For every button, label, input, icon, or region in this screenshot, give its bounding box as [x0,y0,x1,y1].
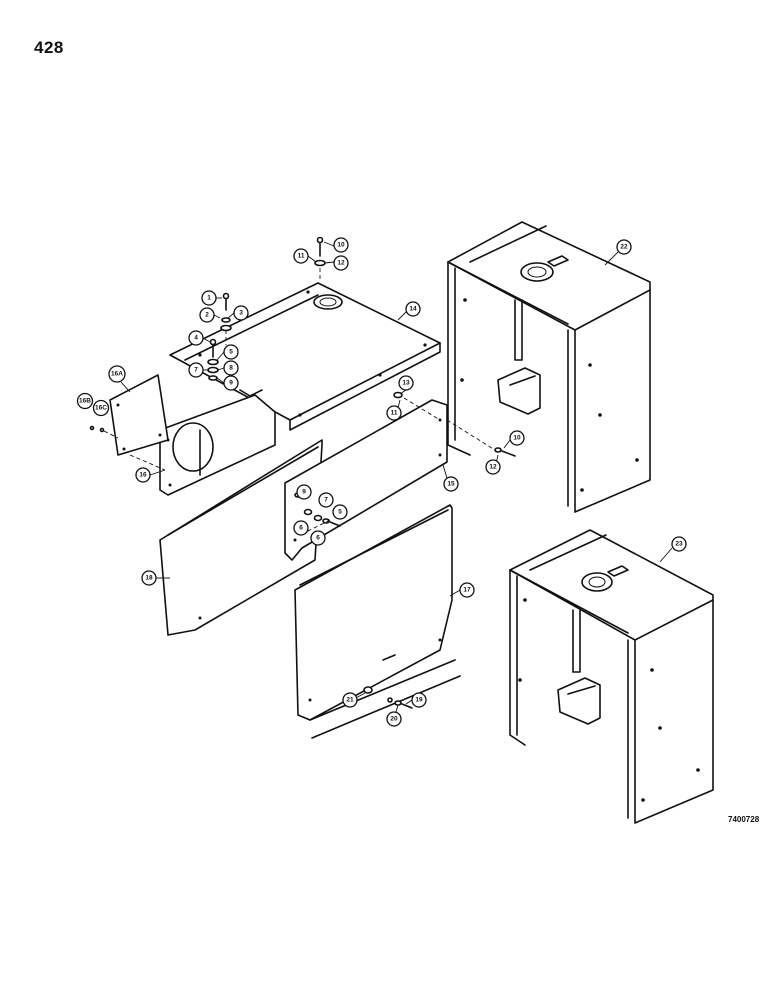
callout-5-top: 5 [223,344,239,360]
callout-9-mid: 9 [296,484,312,500]
callout-6b-mid: 6 [310,530,326,546]
svg-text:7: 7 [194,367,198,374]
callout-7-top: 7 [188,362,204,378]
callout-1: 1 [201,290,217,306]
callout-7-mid: 7 [318,492,334,508]
callout-3: 3 [233,305,249,321]
callout-11-top: 11 [293,248,309,264]
part-23-cover [509,529,714,824]
svg-text:16B: 16B [79,398,91,405]
svg-text:9: 9 [229,380,233,387]
svg-text:23: 23 [675,541,683,548]
svg-text:5: 5 [338,509,342,516]
callout-13: 13 [398,375,414,391]
svg-text:11: 11 [391,410,398,417]
callout-11-mid: 11 [386,405,402,421]
svg-text:6: 6 [316,535,320,542]
assembly-lines [103,268,496,536]
fasteners [89,236,516,709]
svg-text:10: 10 [337,242,345,249]
drawing-number: 7400728 [728,815,760,824]
callout-5-mid: 5 [332,504,348,520]
callout-21: 21 [342,692,358,708]
part-16-side-plate [159,394,276,496]
callout-12-mid: 12 [485,459,501,475]
callout-16b: 16B [76,392,94,410]
svg-text:8: 8 [229,365,233,372]
callout-6-mid: 6 [293,520,309,536]
svg-text:3: 3 [239,310,243,317]
callout-15: 15 [443,476,459,492]
ground-line [309,659,456,721]
callout-14: 14 [405,301,421,317]
svg-text:2: 2 [205,312,209,319]
svg-text:11: 11 [298,253,305,260]
callout-4: 4 [188,330,204,346]
svg-text:16A: 16A [111,371,123,378]
svg-text:1: 1 [207,295,211,302]
svg-text:10: 10 [513,435,521,442]
part-18-panel [159,439,323,636]
callout-12-top: 12 [333,255,349,271]
part-16a-plate [109,374,169,456]
svg-text:4: 4 [194,335,198,342]
callout-9-top: 9 [223,375,239,391]
callout-22: 22 [616,239,632,255]
svg-text:16C: 16C [95,405,107,412]
part-17-panel [294,504,453,721]
callout-16a: 16A [108,365,126,383]
svg-text:14: 14 [409,306,417,313]
callout-2: 2 [199,307,215,323]
page-number: 428 [34,38,64,57]
callout-10-mid: 10 [509,430,525,446]
callout-8-top: 8 [223,360,239,376]
callout-23: 23 [671,536,687,552]
svg-text:20: 20 [390,716,398,723]
svg-text:18: 18 [145,575,153,582]
callout-20: 20 [386,711,402,727]
callout-16: 16 [135,467,151,483]
callout-16c: 16C [92,399,110,417]
part-22-cover [447,221,651,513]
svg-text:6: 6 [299,525,303,532]
svg-text:13: 13 [402,380,410,387]
callout-19: 19 [411,692,427,708]
svg-text:22: 22 [620,244,628,251]
svg-text:21: 21 [346,697,354,704]
ground-line [311,675,461,739]
svg-text:5: 5 [229,349,233,356]
callout-17: 17 [459,582,475,598]
svg-text:16: 16 [139,472,147,479]
svg-text:9: 9 [302,489,306,496]
callout-18: 18 [141,570,157,586]
svg-text:17: 17 [463,587,471,594]
svg-text:19: 19 [415,697,423,704]
callout-leaders [120,241,673,713]
svg-text:12: 12 [337,260,345,267]
callout-10-top: 10 [333,237,349,253]
svg-text:15: 15 [447,481,455,488]
svg-text:12: 12 [489,464,497,471]
svg-text:7: 7 [324,497,328,504]
